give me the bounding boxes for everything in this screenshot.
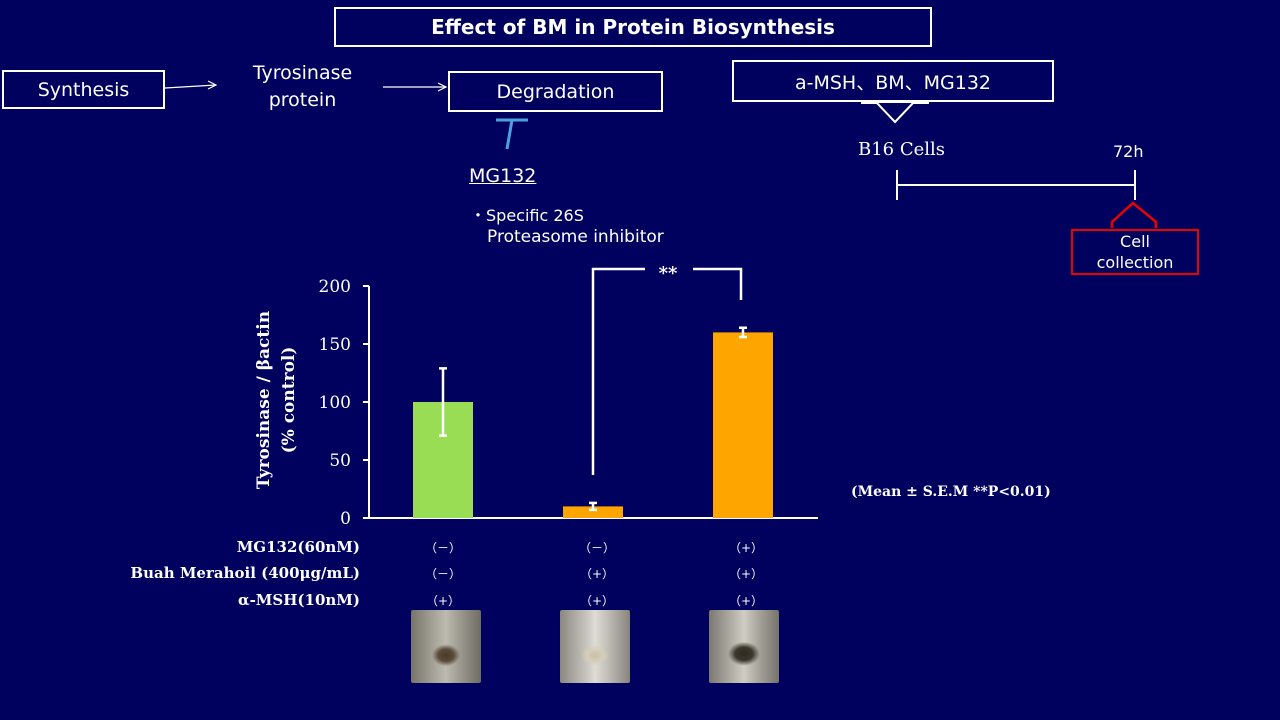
condition-value: （+） (728, 594, 764, 608)
significance-bracket-right (693, 267, 743, 300)
mg132-heading: MG132 (469, 165, 537, 187)
mg132-description-line1: ・Specific 26S (470, 206, 584, 225)
arrow-head-1 (207, 80, 218, 90)
treatment-down-arrow (861, 101, 929, 124)
mg132-description-line2: Proteasome inhibitor (487, 227, 664, 247)
condition-value: （+） (728, 567, 764, 581)
y-tick-label: 50 (329, 451, 351, 471)
condition-value: （+） (579, 594, 615, 608)
sample-tube-2 (560, 610, 630, 683)
y-tick-label: 150 (319, 335, 351, 355)
bar (563, 506, 623, 518)
significance-bracket-left (591, 267, 645, 475)
inhibition-t-icon (496, 118, 528, 150)
synthesis-box: Synthesis (2, 70, 165, 109)
y-axis-label-line1: Tyrosinase / βactin (254, 311, 274, 489)
condition-value: （+） (728, 541, 764, 555)
condition-value: （+） (425, 594, 461, 608)
condition-row-label: Buah Merahoil (400μg/mL) (130, 564, 360, 582)
sample-tube-3 (709, 610, 779, 683)
y-tick-label: 0 (340, 509, 351, 529)
cell-collection-box: Cell collection (1071, 229, 1199, 275)
condition-row-label: MG132(60nM) (236, 538, 360, 556)
stats-note: (Mean ± S.E.M **P<0.01) (851, 484, 1051, 500)
collection-line2: collection (1096, 253, 1174, 272)
slide-title: Effect of BM in Protein Biosynthesis (334, 7, 932, 47)
arrow-synthesis-to-protein (164, 84, 217, 89)
arrow-head-2 (437, 82, 448, 92)
condition-value: （－） (424, 541, 461, 555)
y-tick-label: 100 (319, 393, 351, 413)
y-axis-label-line2: (% control) (279, 347, 299, 454)
treatment-box: a-MSH、BM、MG132 (732, 60, 1054, 102)
cells-label: B16 Cells (858, 139, 946, 160)
y-tick-label: 200 (319, 277, 351, 297)
condition-row-label: α-MSH(10nM) (238, 591, 360, 609)
condition-value: （+） (579, 567, 615, 581)
condition-value: （－） (578, 541, 615, 555)
significance-label: ** (659, 263, 678, 284)
condition-value: （－） (424, 567, 461, 581)
bar (713, 332, 773, 518)
tyrosinase-label-line1: Tyrosinase (252, 62, 353, 84)
collection-up-arrow (1110, 201, 1158, 228)
sample-tube-1 (411, 610, 481, 683)
time-label: 72h (1113, 142, 1144, 161)
tyrosinase-label-line2: protein (268, 89, 337, 111)
collection-line1: Cell (1120, 232, 1150, 251)
degradation-box: Degradation (448, 71, 663, 112)
tyrosinase-protein-label: Tyrosinase protein (220, 60, 385, 114)
